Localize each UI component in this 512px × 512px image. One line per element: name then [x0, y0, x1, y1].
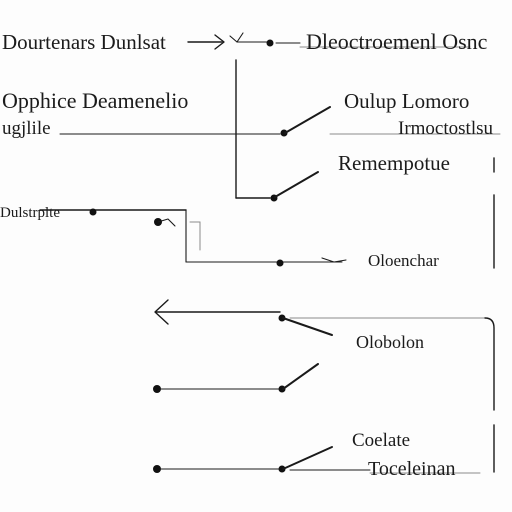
row7-switch-blade: [282, 446, 333, 470]
right-bracket-2: [484, 317, 495, 411]
row4-arrow-flag: [321, 257, 347, 263]
row2-switch-blade: [284, 106, 331, 134]
row4-node-a: [89, 208, 97, 216]
top-node: [266, 39, 274, 47]
label-oulup: Oulup Lomoro: [344, 89, 469, 113]
label-top-left: Dourtenars Dunlsat: [2, 30, 166, 54]
label-toceleinan: Toceleinan: [368, 458, 455, 480]
row4-mini-switch: [157, 218, 176, 227]
label-olobolon: Olobolon: [356, 332, 424, 352]
top-switch-flag: [229, 32, 244, 43]
label-left-tiny: Dulstrplte: [0, 205, 60, 221]
label-remempotle: Remempotue: [338, 151, 450, 175]
row3-switch-blade: [274, 171, 319, 198]
label-top-right: Dleoctroemenl Osnc: [306, 29, 488, 54]
row6-node-a: [153, 385, 161, 393]
row5-arrow-head: [154, 299, 169, 325]
row5-switch-blade: [282, 317, 333, 336]
row7-node-a: [153, 465, 161, 473]
row6-switch-blade: [282, 363, 319, 390]
label-coelate: Coelate: [352, 430, 410, 451]
top-arrow-head: [214, 34, 225, 50]
label-opphice: Opphice Deamenelio: [2, 88, 188, 113]
label-left-small: ugjlile: [2, 118, 51, 139]
label-oloenchar: Oloenchar: [368, 251, 439, 270]
label-irmoctolt: Irmoctostlsu: [398, 118, 493, 139]
row4-node-c: [276, 259, 284, 267]
